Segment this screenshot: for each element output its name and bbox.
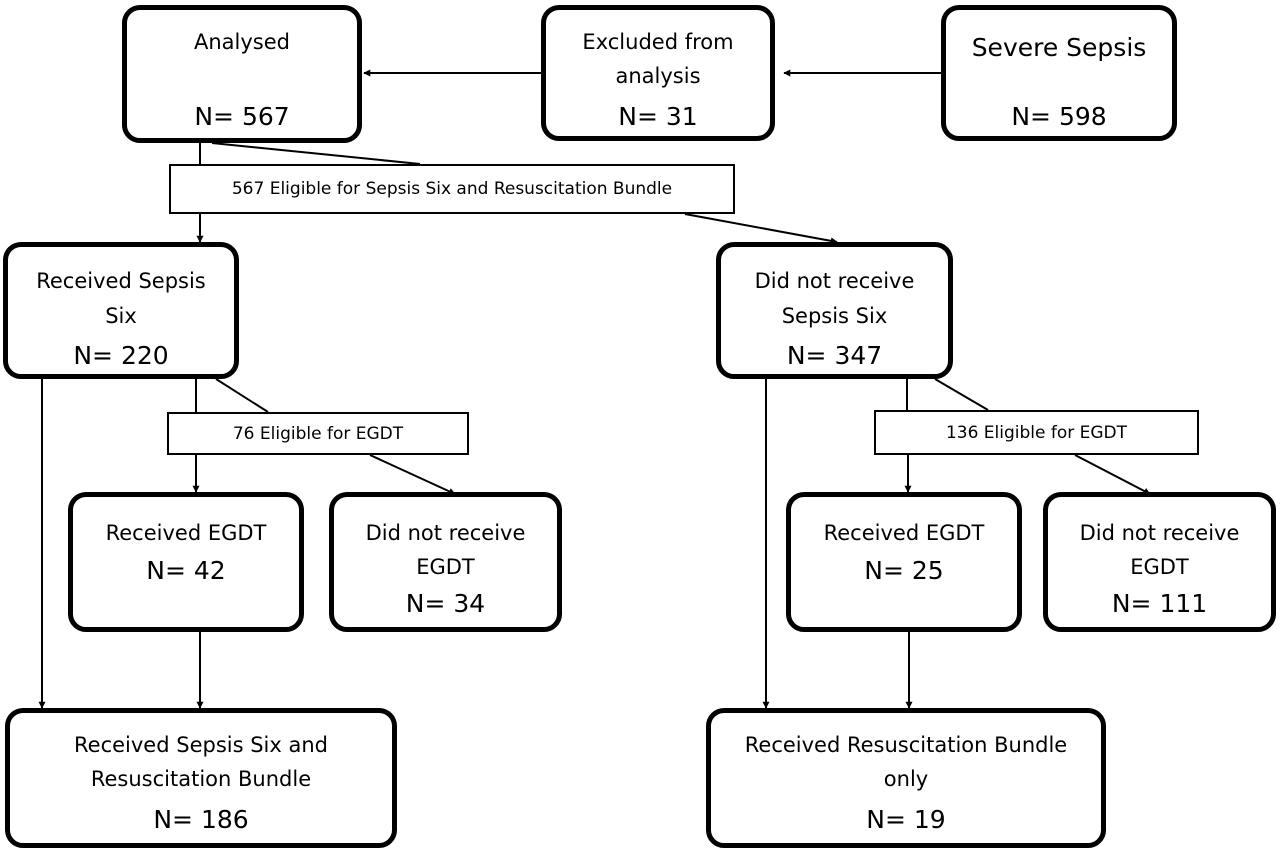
received-egdt-left-box: Received EGDT N= 42 bbox=[68, 492, 304, 632]
bundle-left-count: N= 186 bbox=[153, 805, 249, 834]
arrow-egdt-right-to-not-received bbox=[1074, 454, 1151, 495]
analysed-label: Analysed bbox=[194, 30, 290, 54]
not-received-egdt-left-line2: EGDT bbox=[416, 555, 475, 579]
connector-analysed-diagonal bbox=[211, 142, 421, 165]
received-sepsis-six-line2: Six bbox=[105, 304, 137, 328]
not-received-sepsis-six-box: Did not receive Sepsis Six N= 347 bbox=[716, 242, 953, 379]
severe-sepsis-box: Severe Sepsis N= 598 bbox=[941, 5, 1177, 141]
severe-sepsis-label: Severe Sepsis bbox=[971, 33, 1147, 62]
excluded-box: Excluded from analysis N= 31 bbox=[541, 5, 775, 141]
not-received-egdt-right-line1: Did not receive bbox=[1079, 521, 1240, 545]
bundle-right-line2: only bbox=[883, 767, 929, 791]
severe-sepsis-count: N= 598 bbox=[1011, 102, 1107, 131]
received-sepsis-six-box: Received Sepsis Six N= 220 bbox=[3, 242, 239, 379]
eligible-egdt-right-label: 136 Eligible for EGDT bbox=[874, 410, 1199, 455]
analysed-count: N= 567 bbox=[194, 102, 290, 131]
received-sepsis-six-line1: Received Sepsis bbox=[36, 269, 206, 293]
not-received-sepsis-six-line1: Did not receive bbox=[754, 269, 915, 293]
bundle-left-box: Received Sepsis Six and Resuscitation Bu… bbox=[5, 708, 397, 848]
not-received-sepsis-six-count: N= 347 bbox=[786, 341, 883, 370]
connector-received-s6-diagonal bbox=[215, 378, 269, 413]
eligible-egdt-left-label: 76 Eligible for EGDT bbox=[167, 412, 469, 455]
eligible-main-label: 567 Eligible for Sepsis Six and Resuscit… bbox=[169, 164, 735, 214]
excluded-label-line2: analysis bbox=[615, 64, 701, 88]
received-egdt-right-label: Received EGDT bbox=[823, 521, 985, 545]
not-received-egdt-left-count: N= 34 bbox=[405, 589, 486, 618]
received-egdt-right-count: N= 25 bbox=[864, 556, 944, 585]
excluded-count: N= 31 bbox=[618, 102, 698, 131]
bundle-left-line1: Received Sepsis Six and bbox=[74, 733, 328, 757]
received-egdt-left-count: N= 42 bbox=[146, 556, 226, 585]
bundle-right-box: Received Resuscitation Bundle only N= 19 bbox=[706, 708, 1106, 848]
not-received-egdt-left-box: Did not receive EGDT N= 34 bbox=[329, 492, 562, 632]
bundle-right-count: N= 19 bbox=[866, 805, 946, 834]
not-received-sepsis-six-line2: Sepsis Six bbox=[781, 304, 888, 328]
excluded-label-line1: Excluded from bbox=[582, 30, 734, 54]
arrow-egdt-left-to-not-received bbox=[369, 454, 456, 495]
connector-not-received-s6-diagonal bbox=[934, 378, 989, 411]
not-received-egdt-right-line2: EGDT bbox=[1130, 555, 1189, 579]
received-egdt-right-box: Received EGDT N= 25 bbox=[786, 492, 1022, 632]
not-received-egdt-left-line1: Did not receive bbox=[365, 521, 526, 545]
not-received-egdt-right-count: N= 111 bbox=[1111, 589, 1208, 618]
bundle-left-line2: Resuscitation Bundle bbox=[90, 767, 312, 791]
bundle-right-line1: Received Resuscitation Bundle bbox=[744, 733, 1068, 757]
received-sepsis-six-count: N= 220 bbox=[73, 341, 169, 370]
not-received-egdt-right-box: Did not receive EGDT N= 111 bbox=[1043, 492, 1276, 632]
arrow-eligible-to-not-received-s6 bbox=[684, 213, 838, 245]
received-egdt-left-label: Received EGDT bbox=[105, 521, 267, 545]
analysed-box: Analysed N= 567 bbox=[122, 5, 362, 143]
